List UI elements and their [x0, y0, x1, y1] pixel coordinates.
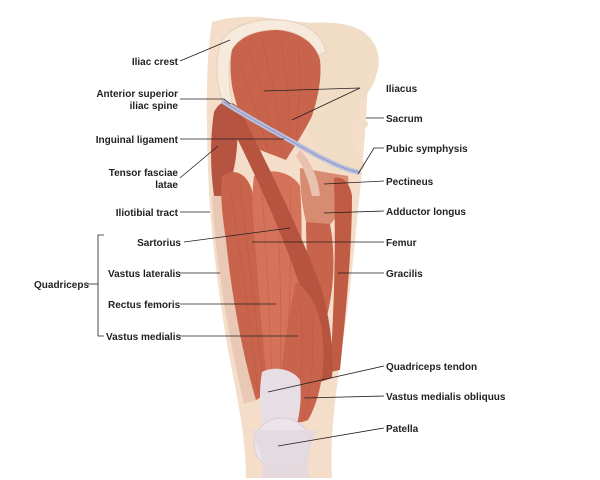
label-sartorius: Sartorius [137, 238, 181, 249]
anatomy-illustration [206, 16, 379, 479]
leader-iliacus-1 [263, 87, 361, 92]
leader-iliac-crest [179, 39, 231, 62]
label-pectineus: Pectineus [386, 177, 434, 188]
label-quadriceps: Quadriceps [34, 280, 89, 291]
gracilis-muscle [330, 177, 352, 372]
label-asis-line2: iliac spine [130, 101, 179, 112]
label-vastus-medialis-obliquus: Vastus medialis obliquus [386, 392, 506, 403]
leader-sartorius [183, 227, 291, 243]
label-inguinal-ligament: Inguinal ligament [96, 135, 179, 146]
leader-asis [180, 98, 231, 105]
leader-patella [277, 427, 385, 447]
label-tfl-line2: latae [155, 180, 178, 191]
labels-left: Iliac crest Anterior superior iliac spin… [34, 57, 181, 343]
labels-right: Iliacus Sacrum Pubic symphysis Pectineus… [386, 84, 506, 435]
quadriceps-bracket [97, 234, 104, 337]
label-vastus-medialis: Vastus medialis [106, 332, 181, 343]
leader-iliacus-2 [291, 87, 361, 121]
leader-vmo [303, 395, 385, 399]
femur-shaft-hint [296, 150, 320, 196]
sacrum-fragments [338, 36, 372, 134]
label-gracilis: Gracilis [386, 269, 423, 280]
iliacus-muscle [230, 30, 321, 160]
leader-tfl [179, 145, 219, 179]
label-patella: Patella [386, 424, 419, 435]
label-iliac-crest: Iliac crest [132, 57, 179, 68]
label-rectus-femoris: Rectus femoris [108, 300, 181, 311]
label-iliotibial-tract: Iliotibial tract [116, 208, 179, 219]
label-iliacus: Iliacus [386, 84, 418, 95]
vastus-lateralis-muscle [221, 172, 271, 400]
leader-adductor-longus [323, 210, 385, 214]
label-femur: Femur [386, 238, 417, 249]
label-sacrum: Sacrum [386, 114, 423, 125]
label-pubic-symphysis: Pubic symphysis [386, 144, 468, 155]
label-quadriceps-tendon: Quadriceps tendon [386, 362, 477, 373]
label-vastus-lateralis: Vastus lateralis [108, 269, 181, 280]
label-asis-line1: Anterior superior [96, 89, 178, 100]
label-tfl-line1: Tensor fasciae [109, 168, 179, 179]
leader-pubic-symphysis [357, 147, 384, 175]
leader-lines [88, 39, 385, 447]
leader-quadriceps-tendon [267, 365, 385, 393]
label-adductor-longus: Adductor longus [386, 207, 466, 218]
leader-pectineus [323, 180, 385, 185]
